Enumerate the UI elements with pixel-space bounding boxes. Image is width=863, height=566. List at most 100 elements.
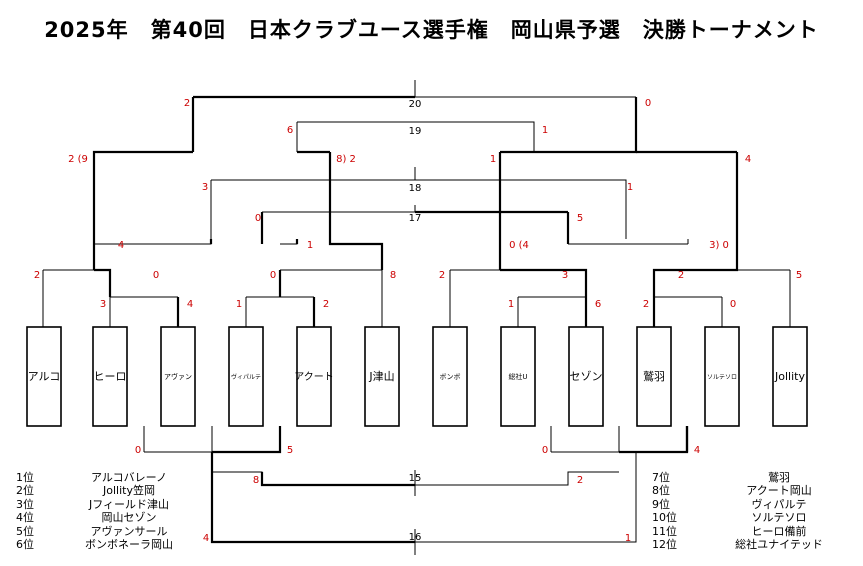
rank-position: 2位: [16, 484, 34, 498]
score: 3: [562, 270, 568, 281]
team-name: アヴァン: [164, 372, 192, 381]
score: 5: [577, 213, 583, 224]
team-box-6: [364, 326, 400, 427]
match-number-18: 18: [409, 183, 422, 194]
rank-position: 1位: [16, 471, 34, 484]
ranking-row: 7位 鷲羽: [652, 471, 844, 484]
rank-position: 12位: [652, 538, 677, 552]
score: 3) 0: [709, 240, 729, 251]
score: 2: [323, 299, 329, 310]
team-name: ヴィパルテ: [231, 373, 261, 381]
score: 0: [730, 299, 736, 310]
score: 5: [287, 445, 293, 456]
team-name: セゾン: [570, 370, 603, 383]
rank-team: Jollity笠岡: [103, 484, 155, 498]
rank-team: 総社ユナイテッド: [735, 538, 823, 552]
ranking-row: 8位 アクート岡山: [652, 484, 844, 497]
score: 1: [307, 240, 313, 251]
team-name: ボンボ: [440, 373, 461, 381]
team-box-11: [704, 326, 740, 427]
score: 1: [542, 125, 548, 136]
score: 3: [100, 299, 106, 310]
score: 1: [625, 533, 631, 544]
ranking-row: 6位 ボンボネーラ岡山: [16, 538, 190, 551]
score: 0: [153, 270, 159, 281]
score: 1: [627, 182, 633, 193]
score: 8: [253, 475, 259, 486]
score: 5: [796, 270, 802, 281]
rank-team: ボンボネーラ岡山: [85, 538, 173, 552]
rank-team: ソルテソロ: [751, 511, 807, 525]
score: 1: [508, 299, 514, 310]
score: 4: [118, 240, 124, 251]
score: 2: [577, 475, 583, 486]
team-name: Jollity: [774, 370, 805, 383]
score: 2: [678, 270, 684, 281]
team-name: 鷲羽: [643, 369, 665, 383]
score: 1: [236, 299, 242, 310]
score: 2 (9: [68, 154, 88, 165]
rankings-right: 7位鷲羽 8位アクート岡山 9位ヴィパルテ 10位ソルテソロ 11位ヒーロ備前 …: [652, 471, 844, 551]
team-box-3: [160, 326, 196, 427]
match-number-19: 19: [409, 126, 422, 137]
rank-team: アヴァンサール: [90, 524, 168, 538]
score: 4: [694, 445, 700, 456]
match-number-20: 20: [409, 99, 422, 110]
score: 0: [135, 445, 141, 456]
score: 6: [595, 299, 601, 310]
rank-position: 11位: [652, 524, 677, 538]
score: 2: [184, 98, 190, 109]
rank-position: 9位: [652, 497, 670, 511]
team-box-8: [500, 326, 536, 427]
rank-position: 8位: [652, 484, 670, 498]
rank-team: アクート岡山: [746, 484, 812, 498]
team-name: アクート: [294, 371, 334, 383]
score: 8) 2: [336, 154, 356, 165]
page-title: 2025年 第40回 日本クラブユース選手権 岡山県予選 決勝トーナメント: [44, 18, 819, 42]
score: 4: [203, 533, 209, 544]
score: 4: [187, 299, 193, 310]
team-name: 総社U: [508, 372, 527, 381]
rank-team: ヴィパルテ: [751, 497, 807, 511]
score: 0: [270, 270, 276, 281]
team-names: アルコ ヒーロ アヴァン ヴィパルテ アクート J津山 ボンボ 総社U セゾン …: [28, 369, 806, 383]
ranking-row: 5位 アヴァンサール: [16, 525, 190, 538]
team-box-5: [296, 326, 332, 427]
score: 0 (4: [509, 240, 529, 251]
score: 6: [287, 125, 293, 136]
bracket-lines-thick: [92, 95, 739, 544]
score: 2: [34, 270, 40, 281]
team-name: アルコ: [28, 370, 61, 383]
score: 8: [390, 270, 396, 281]
rank-position: 5位: [16, 524, 34, 538]
score: 2: [643, 299, 649, 310]
team-box-9: [568, 326, 604, 427]
score: 0: [542, 445, 548, 456]
rank-position: 10位: [652, 511, 677, 525]
team-box-12: [772, 326, 808, 427]
team-box-10: [636, 326, 672, 427]
rank-team: 岡山セゾン: [101, 511, 157, 525]
rank-position: 3位: [16, 497, 34, 511]
ranking-row: 10位 ソルテソロ: [652, 511, 844, 524]
ranking-row: 11位ヒーロ備前: [652, 525, 844, 538]
match-number-16: 16: [409, 532, 422, 543]
team-boxes: [26, 326, 808, 427]
score: 3: [202, 182, 208, 193]
team-name: ソルテソロ: [707, 374, 737, 381]
team-box-7: [432, 326, 468, 427]
scores: 2 0 3 4 1 2 0 8 4 1 2 1 6 3 2 0 2 5 0 (4…: [34, 98, 802, 544]
score: 0: [255, 213, 261, 224]
ranking-row: 1位アルコバレーノ: [16, 471, 190, 484]
team-name: J津山: [368, 370, 394, 383]
ranking-row: 12位 総社ユナイテッド: [652, 538, 844, 551]
rank-team: 鷲羽: [768, 471, 790, 484]
score: 1: [490, 154, 496, 165]
rank-position: 6位: [16, 538, 34, 552]
team-name: ヒーロ: [94, 370, 127, 383]
rank-position: 7位: [652, 471, 670, 484]
ranking-row: 2位 Jollity笠岡: [16, 484, 190, 497]
